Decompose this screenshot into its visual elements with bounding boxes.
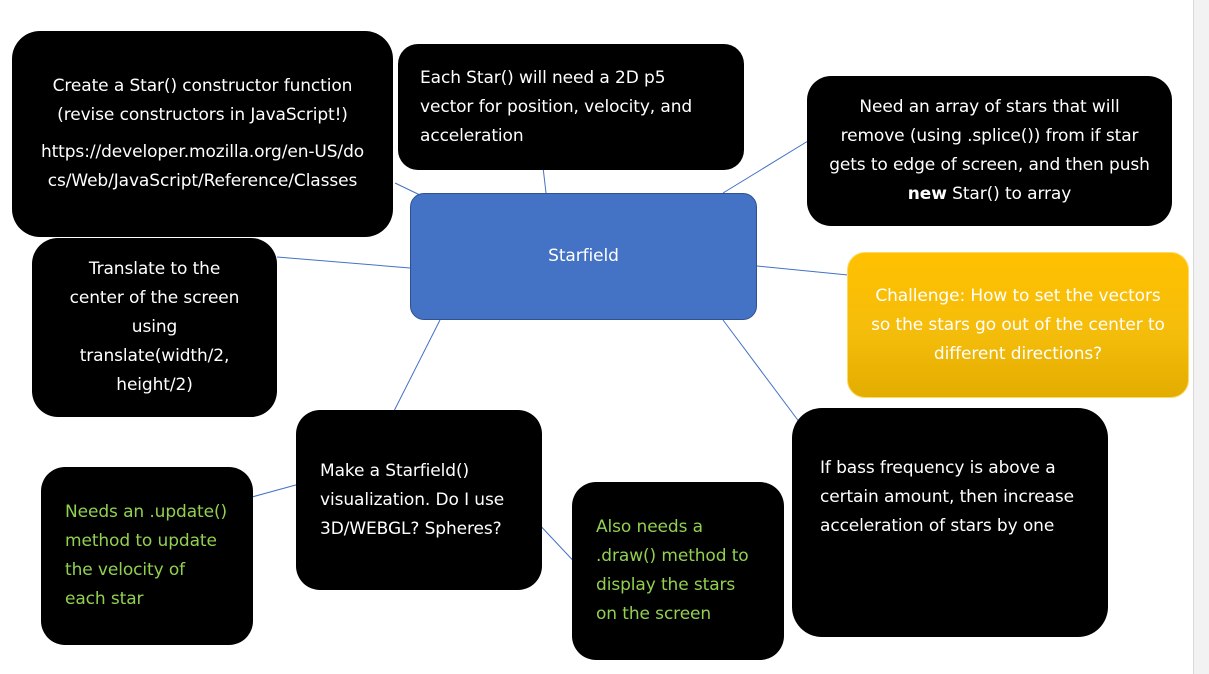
draw-text: Also needs a .draw() method to display t… <box>596 517 749 624</box>
starfield-hub: Starfield <box>410 193 757 320</box>
bass-text: If bass frequency is above a certain amo… <box>820 458 1075 536</box>
connector-translate <box>276 256 411 269</box>
array-text-end: Star() to array <box>946 184 1072 204</box>
visualization-node: Make a Starfield() visualization. Do I u… <box>296 410 542 590</box>
vectors-node: Each Star() will need a 2D p5 vector for… <box>398 44 744 170</box>
update-text: Needs an .update() method to update the … <box>65 502 228 609</box>
vectors-text: Each Star() will need a 2D p5 vector for… <box>420 67 693 146</box>
connector-bass <box>722 319 801 424</box>
array-text-bold: new <box>907 184 947 204</box>
challenge-text: Challenge: How to set the vectors so the… <box>871 285 1165 364</box>
array-node: Need an array of stars that will remove … <box>807 76 1172 226</box>
constructor-line-1: Create a Star() constructor function <box>52 76 353 96</box>
page-edge-gutter <box>1193 0 1209 674</box>
starfield-hub-label: Starfield <box>548 246 619 266</box>
visualization-text: Make a Starfield() visualization. Do I u… <box>320 460 505 539</box>
array-text-start: Need an array of stars that will remove … <box>829 97 1150 175</box>
translate-text: Translate to the center of the screen us… <box>69 259 240 395</box>
challenge-node: Challenge: How to set the vectors so the… <box>847 252 1189 398</box>
draw-node: Also needs a .draw() method to display t… <box>572 482 784 660</box>
connector-challenge <box>756 265 849 276</box>
translate-node: Translate to the center of the screen us… <box>32 238 277 417</box>
array-text: Need an array of stars that will remove … <box>825 93 1154 209</box>
bass-node: If bass frequency is above a certain amo… <box>792 408 1108 637</box>
constructor-node: Create a Star() constructor function (re… <box>12 31 393 237</box>
constructor-link: https://developer.mozilla.org/en-US/docs… <box>38 138 368 196</box>
update-node: Needs an .update() method to update the … <box>41 467 253 645</box>
constructor-link-text: https://developer.mozilla.org/en-US/docs… <box>40 142 365 191</box>
constructor-line-2: (revise constructors in JavaScript!) <box>57 105 348 125</box>
connector-vectors <box>542 166 547 194</box>
connector-visualization <box>393 319 441 412</box>
